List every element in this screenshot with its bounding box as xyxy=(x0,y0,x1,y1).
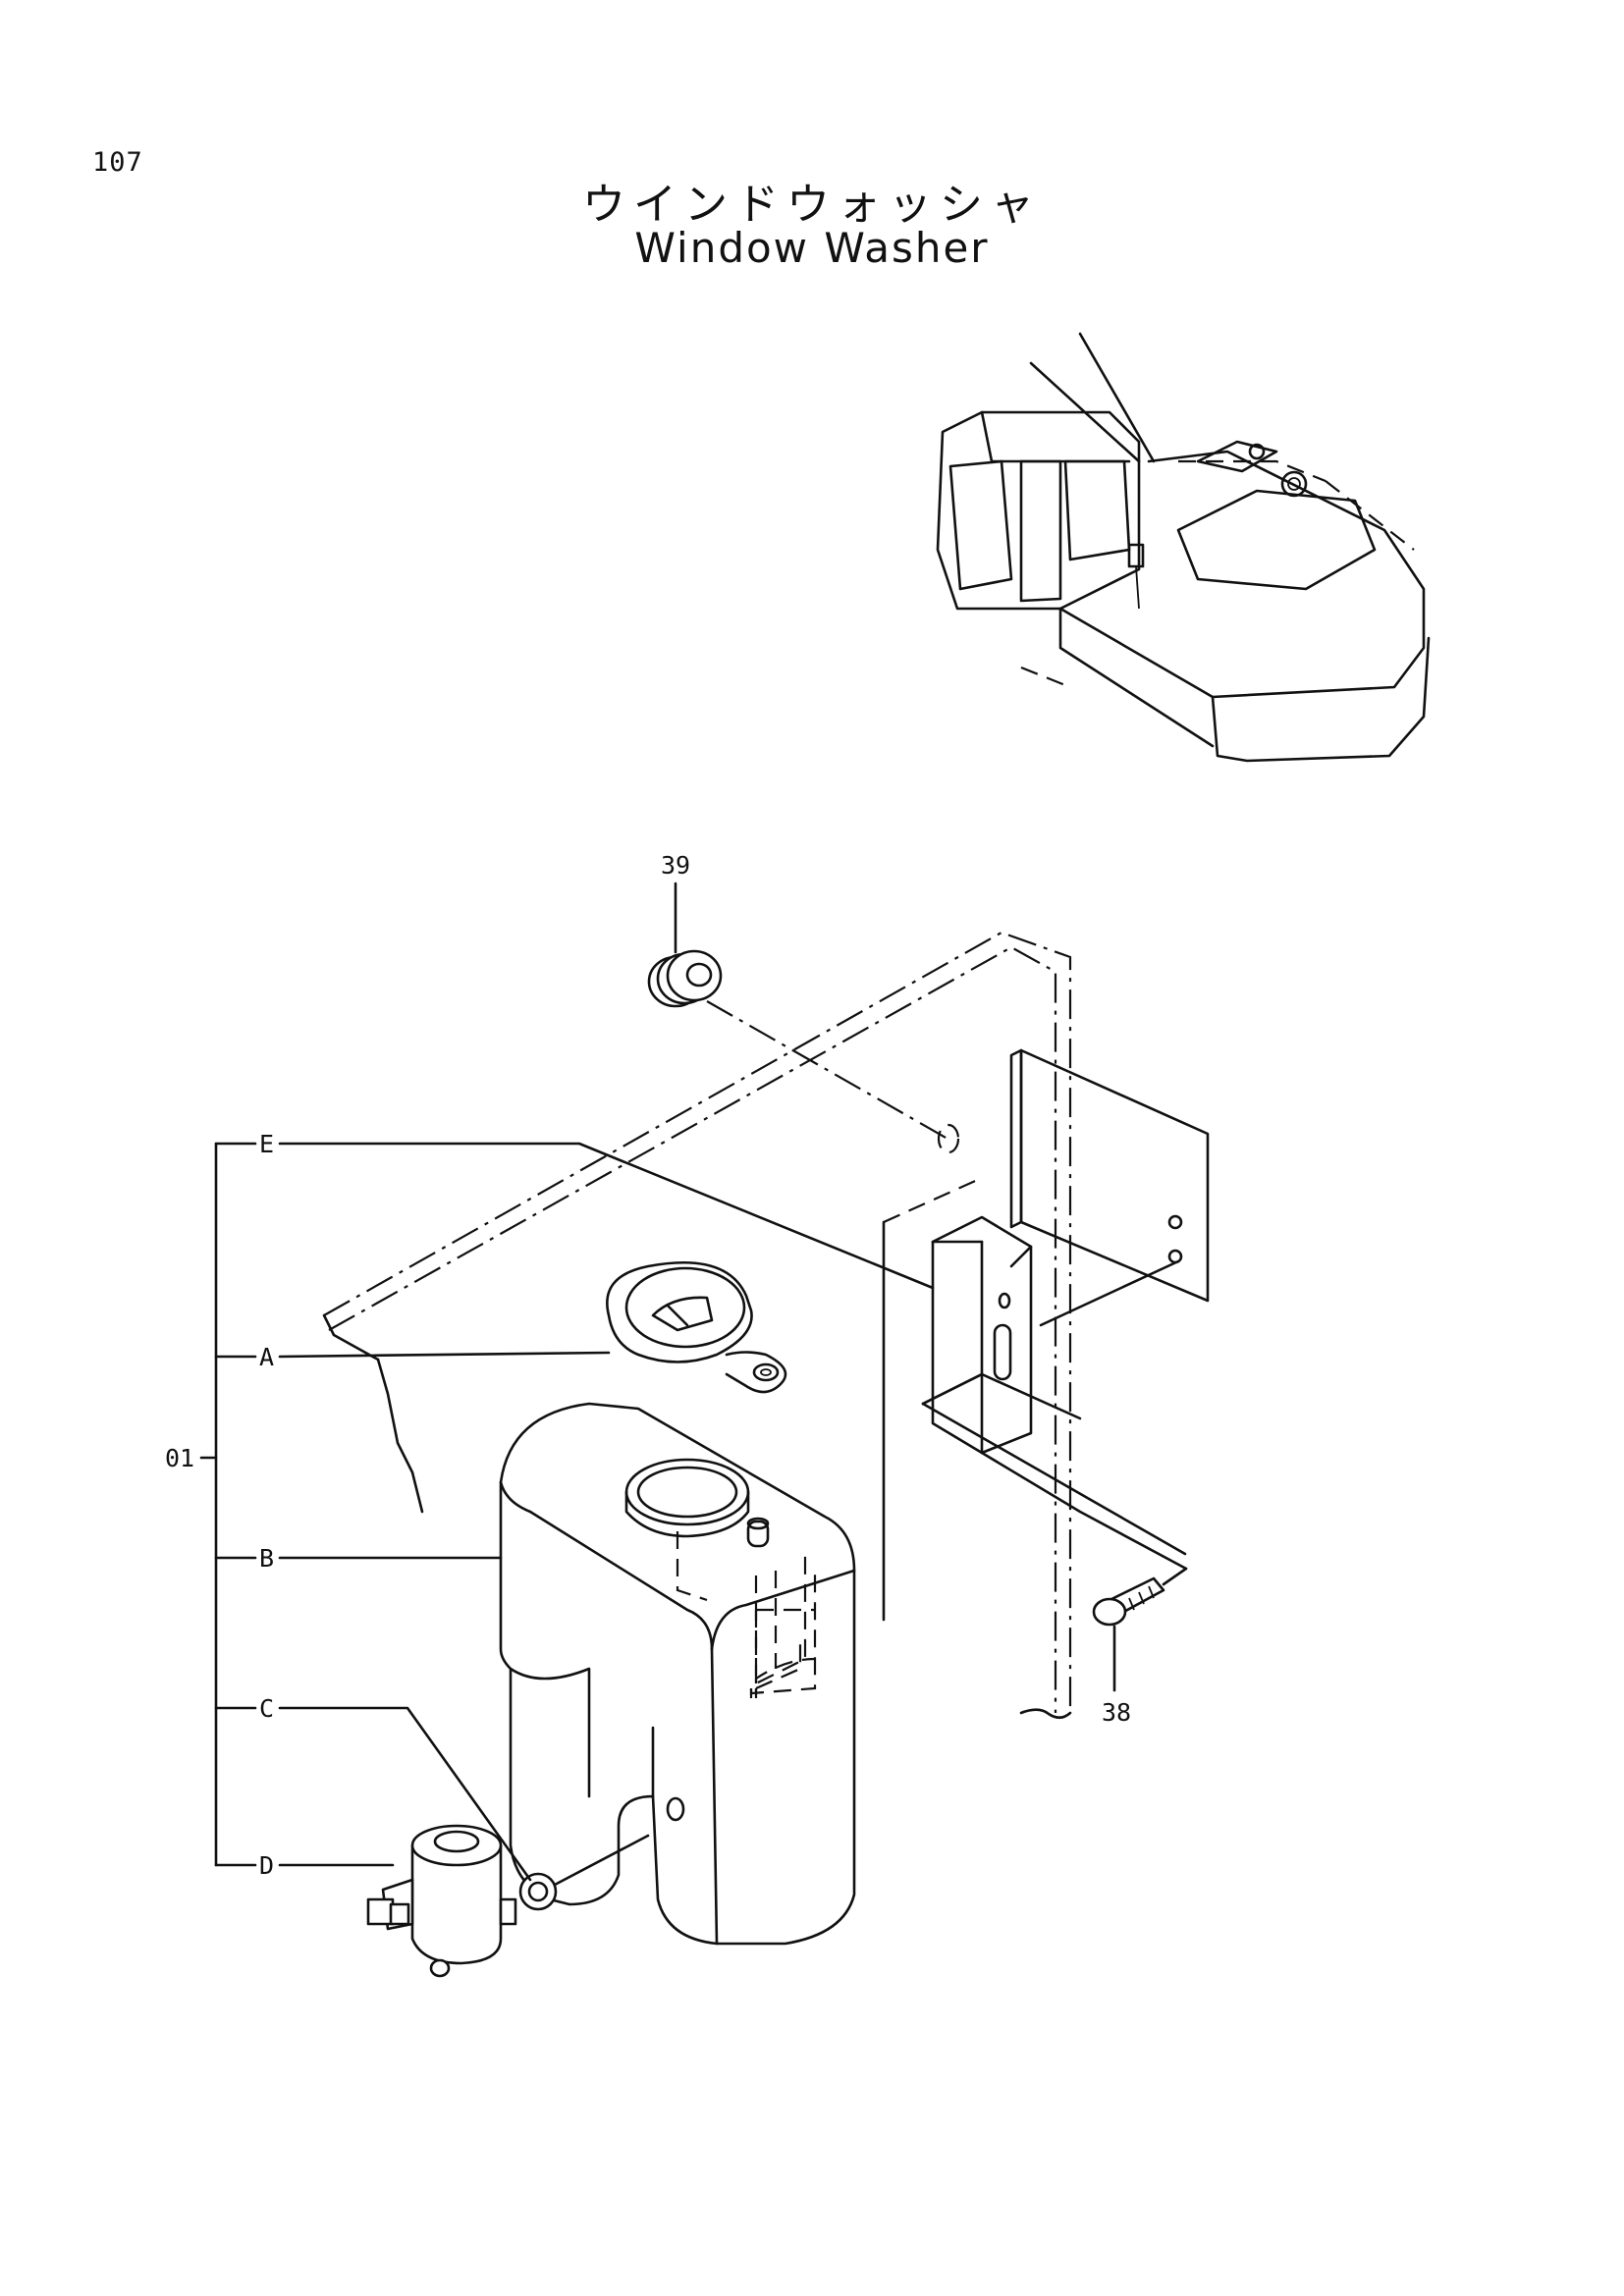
plug-part-39 xyxy=(647,949,723,1008)
callout-c: C xyxy=(259,1694,274,1723)
callout-b: B xyxy=(259,1544,274,1573)
tank-part-b xyxy=(499,1402,856,1946)
pump-part-d xyxy=(366,1824,517,1978)
title-english: Window Washer xyxy=(634,224,990,272)
bolt-part-38 xyxy=(1092,1567,1188,1627)
callout-d: D xyxy=(259,1851,274,1880)
callout-38: 38 xyxy=(1102,1698,1131,1727)
main-exploded-view: 01 E A B C D 39 38 xyxy=(165,851,1210,1978)
callout-a: A xyxy=(259,1343,274,1371)
callout-assembly-01: 01 xyxy=(165,1444,194,1472)
callout-e: E xyxy=(259,1130,274,1158)
callout-39: 39 xyxy=(661,851,690,880)
cap-part-a xyxy=(606,1260,787,1394)
title-japanese: ウインドウォッシャ xyxy=(582,180,1042,230)
page-number: 107 xyxy=(92,147,143,178)
grommet-part-c xyxy=(518,1872,558,1911)
excavator-overview-illustration xyxy=(936,332,1431,763)
